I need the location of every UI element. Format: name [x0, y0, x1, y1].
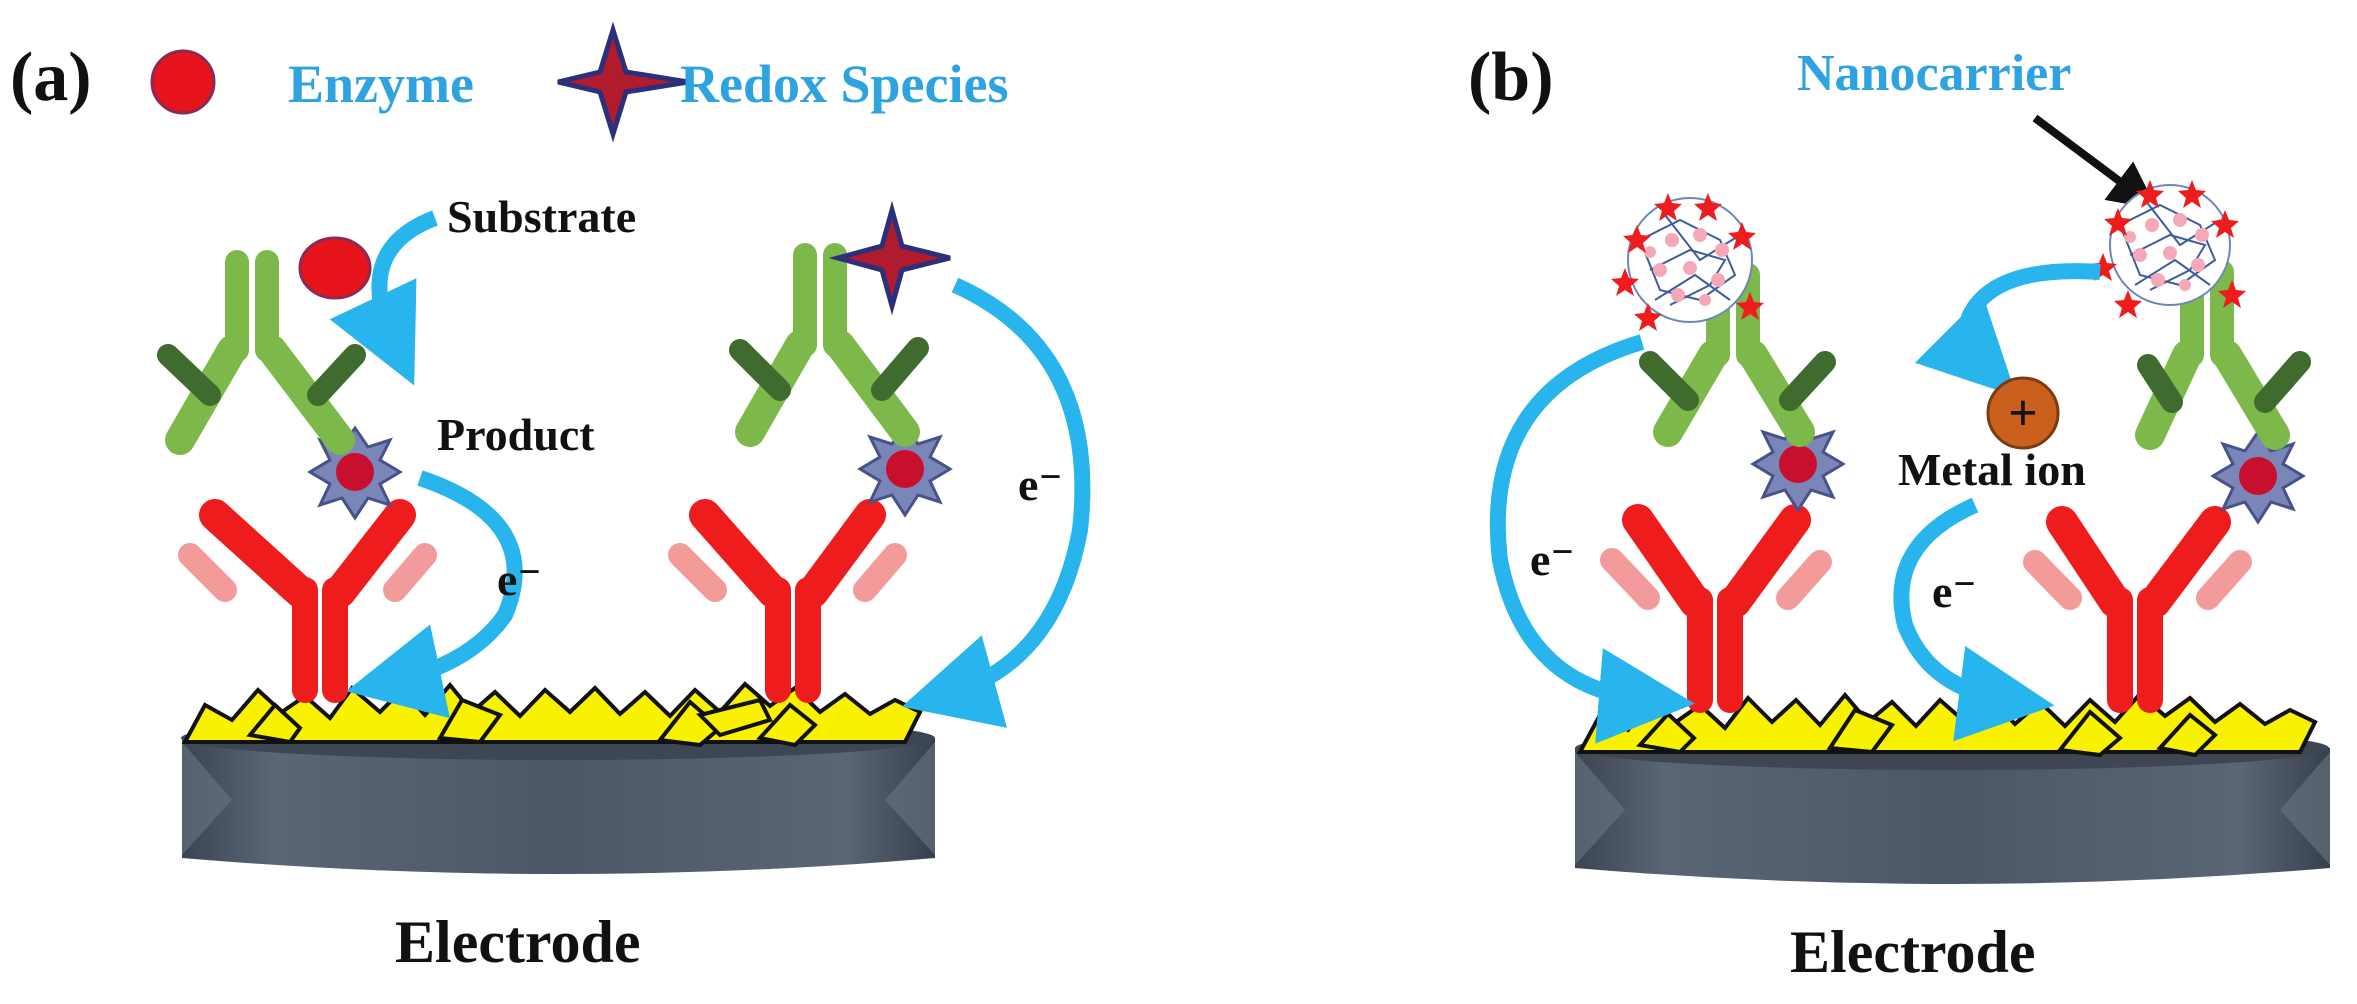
panel-b: (b) Nanocarrier	[1468, 39, 2330, 985]
electron-arrow-b2	[1893, 497, 2055, 742]
electron-label-b1: e⁻	[1530, 534, 1575, 585]
capture-antibody-b2	[2023, 506, 2252, 713]
redox-species-icon	[828, 200, 951, 316]
nanocarrier-label: Nanocarrier	[1797, 45, 2071, 102]
enzyme-label-icon	[298, 236, 372, 300]
metal-ion-symbol: +	[2008, 385, 2038, 442]
redox-species-legend-icon	[557, 21, 689, 143]
legend-enzyme-label: Enzyme	[288, 54, 474, 114]
antigen-a2	[857, 422, 953, 518]
electron-label-a2: e⁻	[1018, 459, 1063, 510]
legend-redox-label: Redox Species	[680, 54, 1008, 114]
detection-antibody-a2	[729, 243, 929, 447]
detection-antibody-b2	[2135, 260, 2311, 450]
nanocarrier-b1-icon	[1611, 193, 1764, 331]
electron-label-b2: e⁻	[1932, 566, 1977, 617]
electrode-a-label: Electrode	[395, 909, 640, 975]
capture-antibody-a1	[178, 499, 437, 703]
nanocarrier-pointer-arrow	[2032, 114, 2158, 210]
antigen-b2	[2210, 429, 2306, 525]
panel-b-label: (b)	[1468, 39, 1554, 116]
electron-arrow-b1	[1489, 334, 1695, 744]
electrode-b-label: Electrode	[1790, 919, 2035, 985]
enzyme-legend-icon	[150, 49, 216, 115]
antigen-b1	[1750, 417, 1846, 513]
electron-arrow-a2	[901, 277, 1091, 728]
electron-label-a1: e⁻	[497, 554, 542, 605]
substrate-to-product-arrow	[329, 210, 438, 386]
metal-ion-icon: +	[1986, 376, 2060, 450]
electron-arrow-a1	[346, 470, 523, 719]
capture-antibody-b1	[1600, 504, 1832, 713]
metal-ion-label: Metal ion	[1898, 444, 2086, 495]
panel-a-label: (a)	[10, 39, 92, 116]
substrate-label: Substrate	[447, 191, 636, 242]
nanocarrier-b2-icon	[2089, 180, 2246, 318]
nanocarrier-release-arrow	[1914, 263, 2101, 397]
panel-a: (a) Enzyme Redox Species	[10, 21, 1091, 975]
nanomaterial-layer-a	[181, 681, 923, 748]
capture-antibody-a2	[668, 499, 907, 703]
product-label: Product	[437, 409, 595, 460]
